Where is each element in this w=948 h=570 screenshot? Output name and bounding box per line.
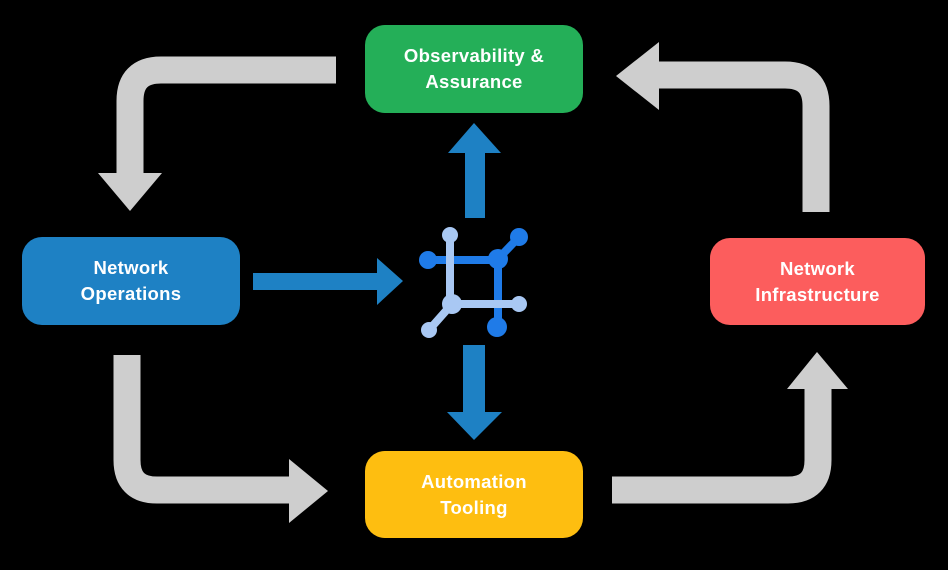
arrow-head-up-icon — [787, 352, 848, 389]
icon-node — [442, 227, 458, 243]
flow-arrow-center-to-observability — [448, 123, 501, 218]
arrow-head-right-icon — [289, 459, 328, 523]
arrow-shaft — [113, 355, 290, 504]
node-label: Observability & Assurance — [403, 45, 545, 92]
icon-node — [511, 296, 527, 312]
flow-arrow-operations-to-center — [253, 258, 403, 305]
arrow-head-left-icon — [616, 42, 659, 110]
arrow-down-icon — [447, 345, 502, 440]
icon-node — [442, 294, 462, 314]
icon-node — [421, 322, 437, 338]
arrow-up-icon — [448, 123, 501, 218]
arrow-shaft — [612, 389, 832, 504]
icon-node — [510, 228, 528, 246]
cycle-arrow-operations-to-automation — [113, 355, 328, 523]
node-automation-tooling: Automation Tooling — [365, 451, 583, 538]
icon-node — [419, 251, 437, 269]
node-network-infrastructure: Network Infrastructure — [710, 238, 925, 325]
arrow-shaft — [116, 56, 336, 174]
node-label: Automation Tooling — [421, 470, 527, 518]
cycle-arrow-automation-to-infrastructure — [612, 352, 848, 504]
cycle-arrow-observability-to-operations — [98, 56, 336, 211]
node-network-operations: Network Operations — [22, 237, 240, 325]
icon-node — [487, 317, 507, 337]
icon-node — [488, 249, 508, 269]
node-label: Network Operations — [80, 257, 182, 304]
network-automation-icon — [419, 227, 528, 338]
cycle-arrow-infrastructure-to-observability — [616, 42, 830, 212]
node-observability-assurance: Observability & Assurance — [365, 25, 583, 113]
node-label: Network Infrastructure — [755, 257, 880, 305]
arrow-head-down-icon — [98, 173, 162, 211]
flow-arrow-center-to-automation — [447, 345, 502, 440]
arrow-right-icon — [253, 258, 403, 305]
arrow-shaft — [658, 61, 830, 212]
